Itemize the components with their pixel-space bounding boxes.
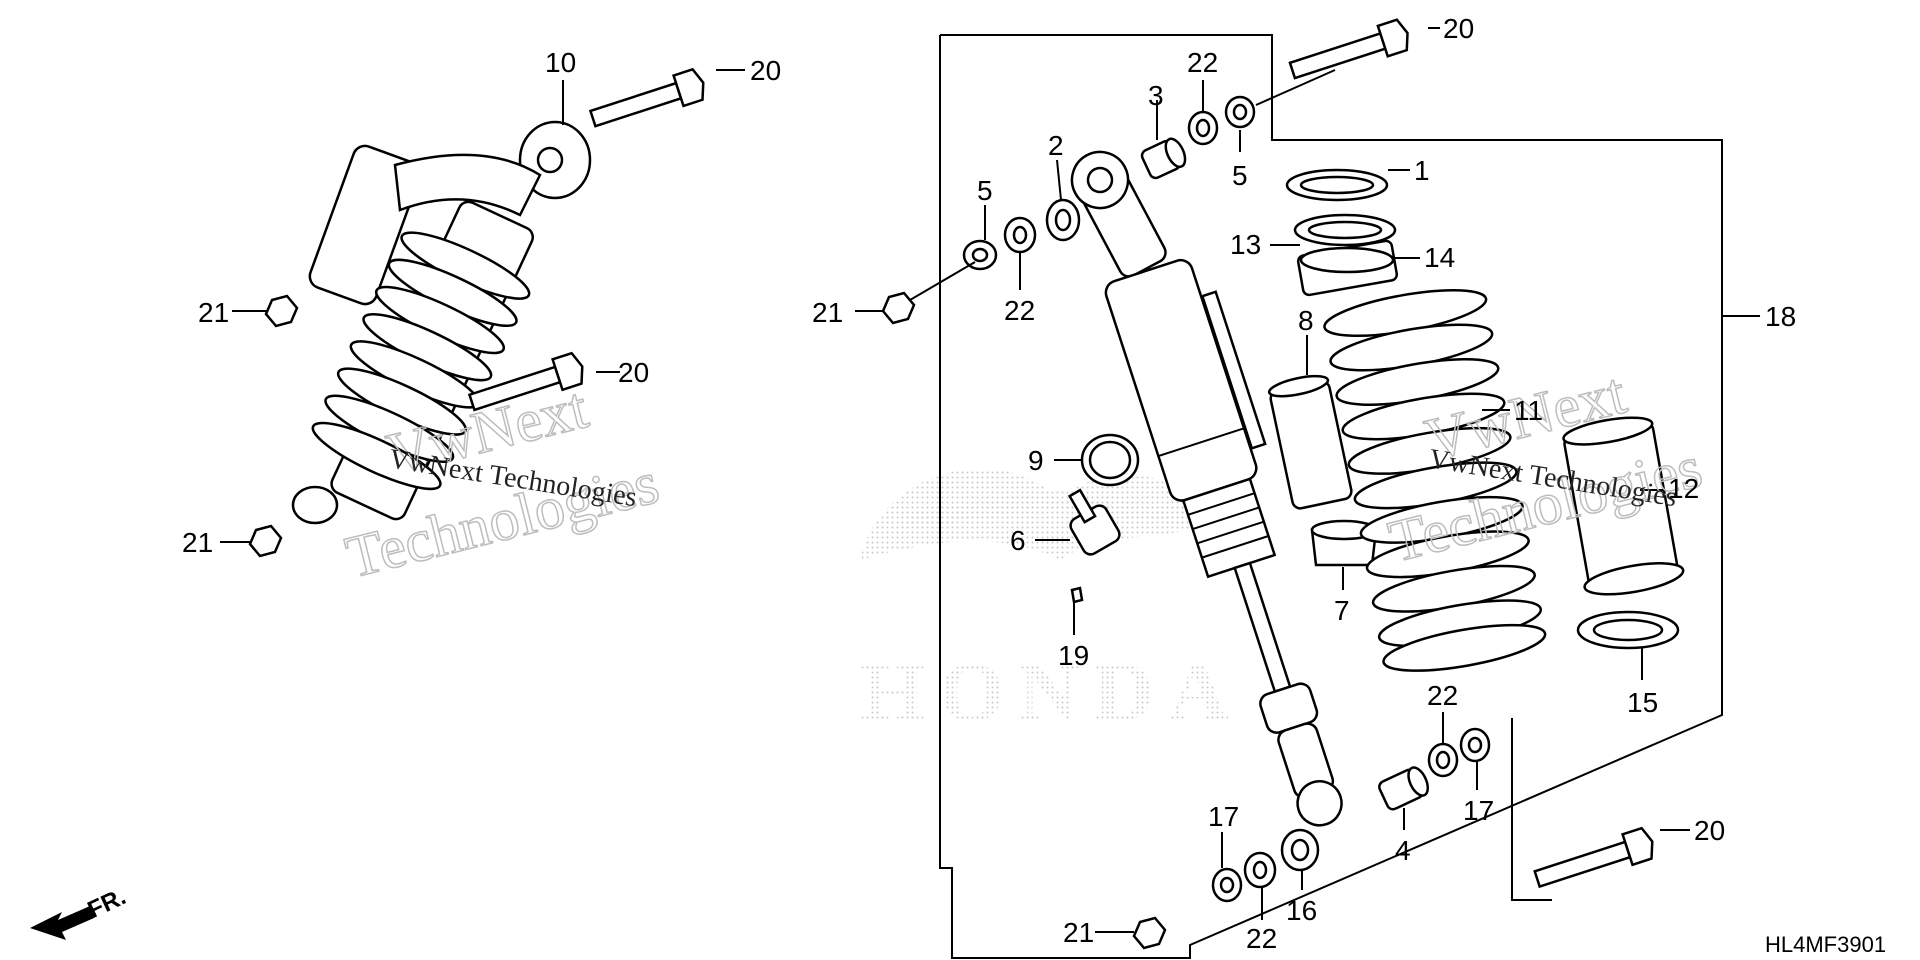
callout-22: 22 (1246, 923, 1277, 954)
callout-20: 20 (750, 55, 781, 86)
callout-22: 22 (1004, 295, 1035, 326)
honda-text-watermark: HONDA (860, 646, 1243, 739)
spring-cover-12 (1562, 416, 1685, 596)
callout-11: 11 (1514, 395, 1543, 426)
callout-20: 20 (618, 357, 649, 388)
callout-9: 9 (1028, 445, 1044, 476)
callout-1: 1 (1414, 155, 1430, 186)
front-direction-arrow: FR. (30, 883, 130, 940)
callout-18: 18 (1765, 301, 1796, 332)
callout-16: 16 (1286, 895, 1317, 926)
cover-8 (1267, 374, 1353, 510)
assembled-shock-left (291, 120, 592, 525)
nut-left-upper (264, 294, 299, 328)
callout-21: 21 (812, 297, 843, 328)
callout-21: 21 (1063, 917, 1094, 948)
bolt-lower-center (1533, 826, 1654, 889)
callout-5: 5 (977, 175, 993, 206)
callout-22: 22 (1427, 680, 1458, 711)
nut-center-upper (881, 291, 916, 325)
bolt-upper-center (1288, 18, 1409, 80)
callout-5: 5 (1232, 160, 1248, 191)
bolt-mid-left (467, 351, 584, 412)
callout-17: 17 (1463, 795, 1494, 826)
callout-4: 4 (1395, 835, 1411, 866)
callout-8: 8 (1298, 305, 1314, 336)
clip-19 (1070, 586, 1084, 604)
honda-wing-watermark: HONDA (860, 468, 1243, 739)
shock-absorber-center (1070, 150, 1343, 827)
callout-10: 10 (545, 47, 576, 78)
bolt-upper-left (588, 67, 705, 128)
callout-20: 20 (1443, 13, 1474, 44)
coil-spring-11 (1323, 289, 1547, 672)
callout-2: 2 (1048, 130, 1064, 161)
callout-17: 17 (1208, 801, 1239, 832)
left-spring-coils (311, 231, 531, 491)
callout-21: 21 (182, 527, 213, 558)
spring-adjuster-14 (1296, 239, 1399, 297)
callout-7: 7 (1334, 595, 1350, 626)
callout-14: 14 (1424, 242, 1455, 273)
callout-21: 21 (198, 297, 229, 328)
callout-6: 6 (1010, 525, 1026, 556)
callout-13: 13 (1230, 229, 1261, 260)
diagram-code: HL4MF3901 (1765, 932, 1886, 957)
collar-4 (1378, 766, 1430, 811)
leader-lines-left (220, 69, 745, 543)
callout-22: 22 (1187, 47, 1218, 78)
collar-3 (1140, 137, 1187, 180)
callout-labels: 10 20 21 20 21 20 22 3 2 5 5 1 13 14 18 … (182, 13, 1796, 954)
callout-15: 15 (1627, 687, 1658, 718)
callout-12: 12 (1668, 473, 1699, 504)
leader-lines-center (855, 27, 1690, 933)
adjuster-6 (1067, 488, 1121, 556)
callout-20: 20 (1694, 815, 1725, 846)
callout-19: 19 (1058, 640, 1089, 671)
nut-center-lower (1132, 916, 1167, 950)
callout-3: 3 (1148, 80, 1164, 111)
nut-left-lower (248, 524, 283, 558)
